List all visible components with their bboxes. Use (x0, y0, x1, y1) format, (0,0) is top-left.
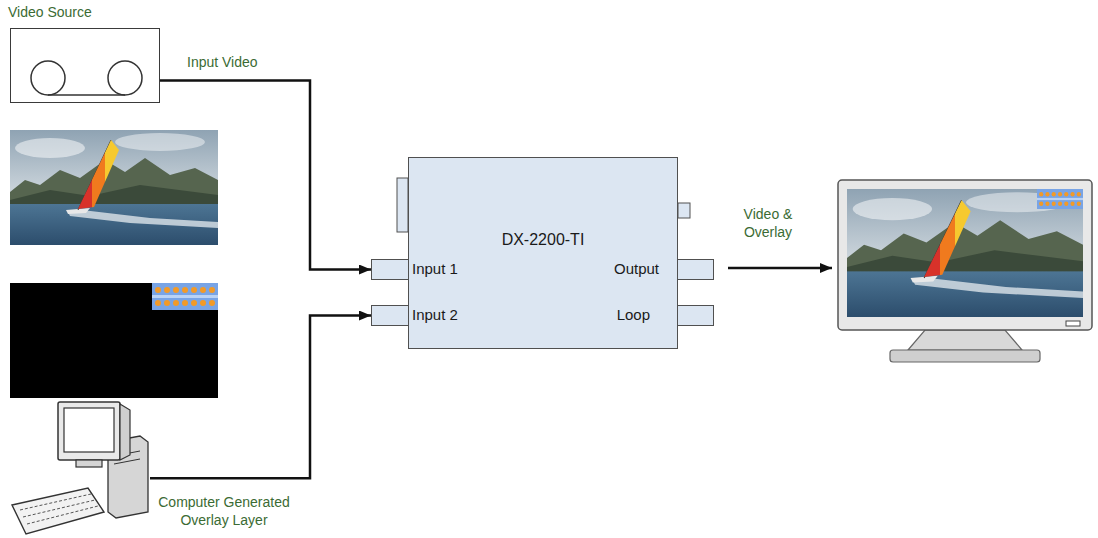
node-text: Input 1 (412, 260, 458, 279)
monitor-picture (847, 189, 1083, 317)
port-rect (371, 259, 409, 280)
port-node: Output (614, 259, 714, 280)
device-box: DX-2200-TI Input 1 Input 2 OutputLoop (408, 157, 678, 349)
monitor-bezel (838, 180, 1092, 330)
overlay-frame (10, 283, 218, 398)
edge-label-box: Input Video (187, 53, 258, 71)
monitor-base (76, 460, 102, 467)
tape-line (48, 94, 125, 96)
port-rect (677, 259, 714, 280)
computer-node: Computer Generated Overlay Layer (10, 400, 150, 535)
tape-reel (108, 61, 142, 95)
monitor-side (120, 404, 130, 460)
signal-label: Video & Overlay (731, 205, 805, 241)
port-node: Input 1 (371, 259, 458, 280)
monitor-stand (908, 330, 1022, 350)
computer-monitor (58, 402, 120, 460)
node-text: Loop (617, 306, 650, 325)
output-arrow (728, 267, 832, 270)
port-rect (677, 305, 714, 326)
node-text: Video Source (8, 4, 92, 22)
node-title: DX-2200-TI (409, 230, 677, 250)
overlay-graphic (152, 283, 218, 310)
key-row (27, 506, 98, 524)
monitor-button (1066, 321, 1080, 326)
device-tab (397, 178, 408, 232)
signal-connector (150, 316, 371, 479)
port-rect (371, 305, 409, 326)
tape-reel (31, 61, 65, 95)
node-text: Computer Generated Overlay Layer (150, 494, 298, 529)
node-title: Video Source (8, 4, 92, 22)
video-source-box: Video Source (10, 28, 160, 103)
keyboard (12, 488, 104, 534)
node-text: DX-2200-TI (409, 230, 677, 250)
display-monitor (838, 180, 1092, 362)
video-frame (10, 130, 218, 245)
edge-label: Input Video (187, 53, 258, 71)
key-row (23, 500, 95, 517)
signal-label-box: Video & Overlay (731, 205, 805, 241)
computer-icon (12, 402, 148, 534)
node-caption: Computer Generated Overlay Layer (150, 494, 298, 529)
port-node: Input 2 (371, 305, 458, 326)
port-node: Loop (617, 305, 714, 326)
key-row (20, 494, 91, 510)
signal-connector (160, 81, 371, 270)
monitor-foot (890, 350, 1040, 362)
device-tab (678, 203, 690, 218)
monitor-overlay (1037, 189, 1083, 209)
monitor-screen (64, 408, 114, 452)
tape-symbol (31, 61, 142, 95)
node-text: Input 2 (412, 306, 458, 325)
node-text: Output (614, 260, 659, 279)
